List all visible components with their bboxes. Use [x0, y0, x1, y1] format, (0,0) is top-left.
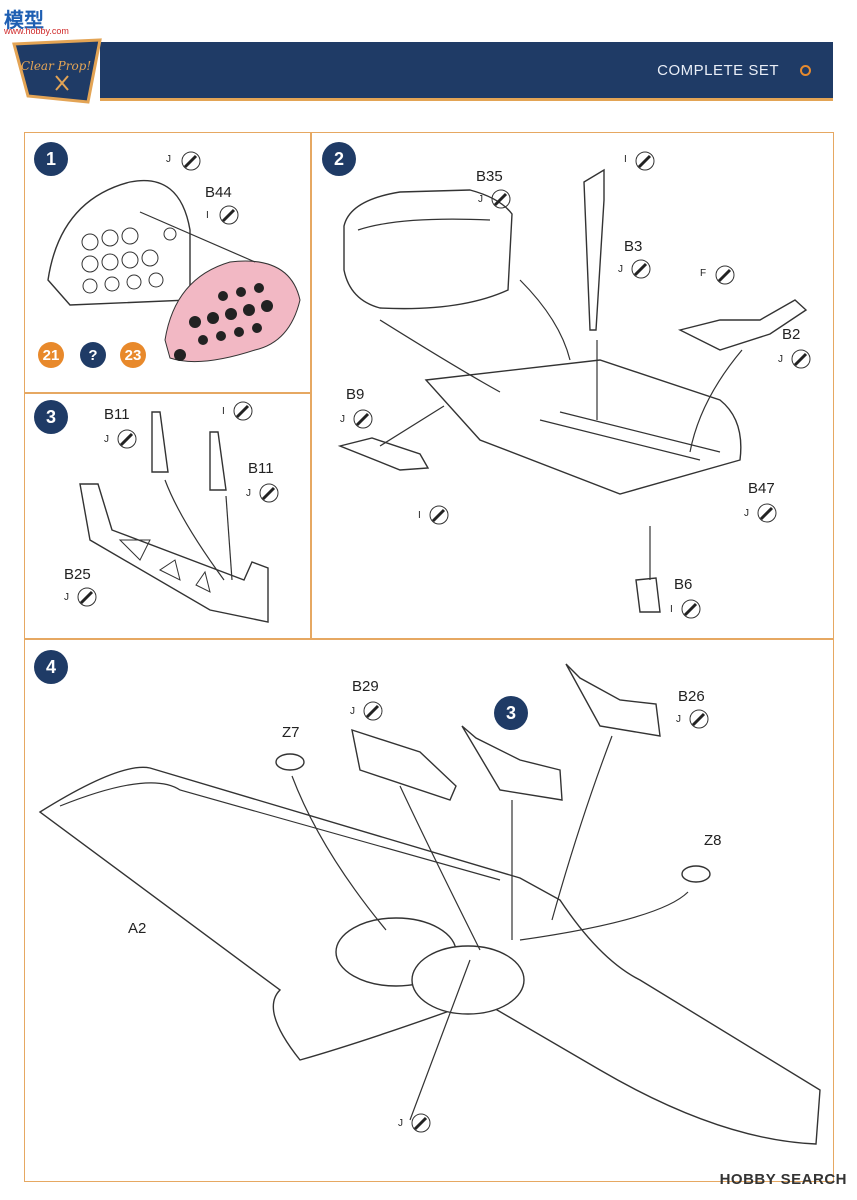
svg-text:Clear Prop!: Clear Prop! — [21, 59, 92, 73]
label-j: J — [104, 434, 109, 445]
label-j: J — [350, 706, 355, 717]
glue-icon — [219, 205, 239, 225]
bulkhead-sub-assembly — [461, 725, 563, 801]
header-accent-strip — [100, 98, 833, 101]
part-label-b2: B2 — [782, 326, 801, 343]
label-i: I — [206, 210, 209, 221]
part-label-b47: B47 — [748, 480, 775, 497]
brand-logo: Clear Prop! — [12, 38, 102, 104]
label-i: I — [222, 406, 225, 417]
seat-part — [343, 189, 513, 310]
label-j: J — [340, 414, 345, 425]
watermark-logo: 模型 — [4, 10, 44, 32]
glue-icon — [259, 483, 279, 503]
glue-icon — [77, 587, 97, 607]
part-label-a2: A2 — [128, 920, 147, 937]
label-i: I — [624, 154, 627, 165]
cap-z8-part — [681, 865, 711, 883]
step-1-badge: 1 — [34, 142, 68, 176]
step-4-sub-badge: 3 — [494, 696, 528, 730]
step-4-badge: 4 — [34, 650, 68, 684]
instrument-decal — [164, 260, 301, 363]
frame-b26-part — [565, 663, 661, 737]
glue-icon — [117, 429, 137, 449]
seat-bulkhead-part — [79, 483, 269, 623]
step-2-panel — [310, 132, 834, 640]
step-2-badge: 2 — [322, 142, 356, 176]
lever-part — [337, 437, 430, 471]
glue-icon — [411, 1113, 431, 1133]
frame-b29-part — [351, 728, 457, 801]
label-j: J — [478, 194, 483, 205]
part-label-b29: B29 — [352, 678, 379, 695]
watermark-footer: HOBBY SEARCH — [719, 1171, 847, 1188]
part-label-b11-second: B11 — [248, 460, 274, 477]
headrest-post-left — [151, 411, 169, 473]
header-bar — [100, 42, 833, 98]
label-j: J — [166, 154, 171, 165]
glue-icon — [681, 599, 701, 619]
headrest-post-right — [209, 431, 227, 491]
step-3-panel — [24, 392, 312, 640]
label-i: I — [418, 510, 421, 521]
part-label-b11: B11 — [104, 406, 130, 423]
part-label-b9: B9 — [346, 386, 365, 403]
part-label-b25: B25 — [64, 566, 91, 583]
glue-icon — [429, 505, 449, 525]
glue-icon — [757, 503, 777, 523]
instrument-panel-part — [47, 179, 191, 306]
glue-icon — [715, 265, 735, 285]
callout-unknown: ? — [80, 342, 106, 368]
header-title: COMPLETE SET — [657, 62, 779, 79]
callout-23: 23 — [120, 342, 146, 368]
part-label-z7: Z7 — [282, 724, 300, 741]
glue-icon — [491, 189, 511, 209]
label-j: J — [64, 592, 69, 603]
glue-icon — [233, 401, 253, 421]
label-j: J — [618, 264, 623, 275]
label-j: J — [398, 1118, 403, 1129]
part-label-b3: B3 — [624, 238, 643, 255]
callout-21: 21 — [38, 342, 64, 368]
label-j: J — [778, 354, 783, 365]
wheel-well-right — [411, 945, 525, 1015]
label-j: J — [676, 714, 681, 725]
glue-icon — [353, 409, 373, 429]
glue-icon — [791, 349, 811, 369]
header-dot-icon — [800, 65, 811, 76]
control-stick-part — [583, 168, 605, 331]
glue-icon — [363, 701, 383, 721]
step-1-panel — [24, 132, 312, 394]
step-4-panel — [24, 638, 834, 1182]
cap-z7-part — [275, 753, 305, 771]
part-label-b44: B44 — [205, 184, 232, 201]
glue-icon — [635, 151, 655, 171]
glue-icon — [181, 151, 201, 171]
part-label-b26: B26 — [678, 688, 705, 705]
rudder-bar-part — [677, 299, 808, 351]
label-j: J — [744, 508, 749, 519]
watermark-url: www.hobby.com — [4, 26, 69, 36]
glue-icon — [689, 709, 709, 729]
cockpit-floor-part — [424, 359, 742, 495]
fitting-b6-part — [635, 577, 661, 613]
label-j: J — [246, 488, 251, 499]
glue-icon — [631, 259, 651, 279]
part-label-b6: B6 — [674, 576, 693, 593]
part-label-z8: Z8 — [704, 832, 722, 849]
label-i: I — [670, 604, 673, 615]
part-label-b35: B35 — [476, 168, 503, 185]
step-3-badge: 3 — [34, 400, 68, 434]
label-f: F — [700, 268, 707, 279]
